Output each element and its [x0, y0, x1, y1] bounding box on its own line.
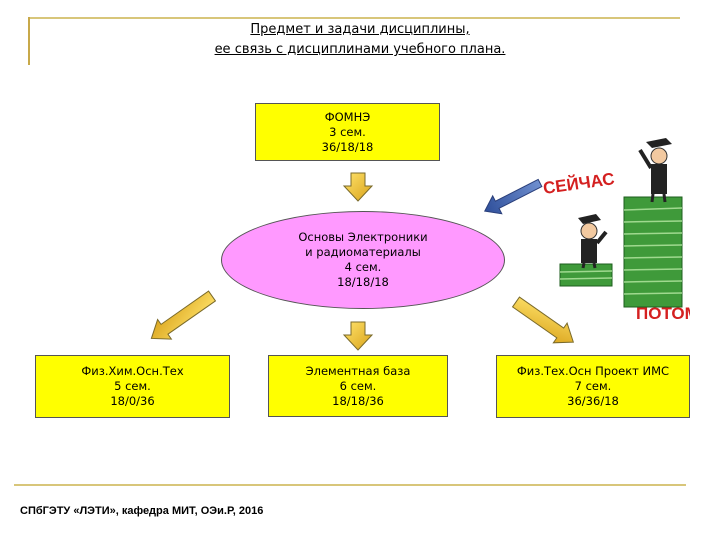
course-middle-name: Элементная база [305, 363, 411, 378]
arrow-from-cartoon [483, 178, 543, 215]
center-course-ellipse: Основы Электроники и радиоматериалы 4 се… [221, 211, 505, 309]
course-box-right: Физ.Тех.Осн Проект ИМС 7 сем. 36/36/18 [496, 355, 690, 418]
course-box-middle: Элементная база 6 сем. 18/18/36 [268, 355, 448, 417]
course-right-name: Физ.Тех.Осн Проект ИМС [516, 364, 670, 378]
course-left-name: Физ.Хим.Осн.Тех [81, 364, 184, 378]
title-line-1: Предмет и задачи дисциплины, [250, 22, 470, 37]
course-middle-semester: 6 сем. [339, 378, 377, 393]
center-course-semester: 4 сем. [344, 260, 382, 274]
arrow-down-right [511, 296, 575, 344]
course-left-semester: 5 сем. [114, 379, 151, 393]
frame-left-line [28, 17, 30, 65]
frame-bottom-line [14, 484, 686, 486]
graduate-figure-bottom [578, 214, 608, 269]
course-box-left: Физ.Хим.Осн.Тех 5 сем. 18/0/36 [35, 355, 230, 418]
now-label: СЕЙЧАС [542, 169, 616, 198]
slide-title: Предмет и задачи дисциплины, ее связь с … [150, 20, 570, 60]
course-right-semester: 7 сем. [574, 379, 612, 393]
arrow-down-top [342, 172, 374, 202]
top-course-hours: 36/18/18 [321, 139, 374, 154]
top-course-semester: 3 сем. [329, 124, 366, 139]
center-course-hours: 18/18/18 [337, 275, 389, 289]
footer-text: СПбГЭТУ «ЛЭТИ», кафедра МИТ, ОЭи.Р, 2016 [20, 505, 264, 517]
center-course-line-2: и радиоматериалы [305, 245, 421, 259]
graduate-figure-top [638, 138, 672, 203]
title-line-2: ее связь с дисциплинами учебного плана. [214, 42, 506, 57]
course-left-hours: 18/0/36 [110, 394, 155, 408]
arrow-down-left [150, 290, 217, 340]
top-course-name: ФОМНЭ [324, 109, 371, 124]
frame-top-line [28, 17, 680, 19]
later-label: ПОТОМ [636, 304, 690, 323]
short-money-stack [559, 263, 613, 287]
tall-money-stack [623, 196, 683, 308]
center-course-line-1: Основы Электроники [298, 230, 428, 244]
now-later-cartoon: СЕЙЧАС ПОТОМ [542, 138, 690, 323]
course-middle-hours: 18/18/36 [332, 393, 384, 408]
course-right-hours: 36/36/18 [567, 394, 619, 408]
arrow-down-middle [342, 321, 374, 351]
top-course-box: ФОМНЭ 3 сем. 36/18/18 [255, 103, 440, 161]
